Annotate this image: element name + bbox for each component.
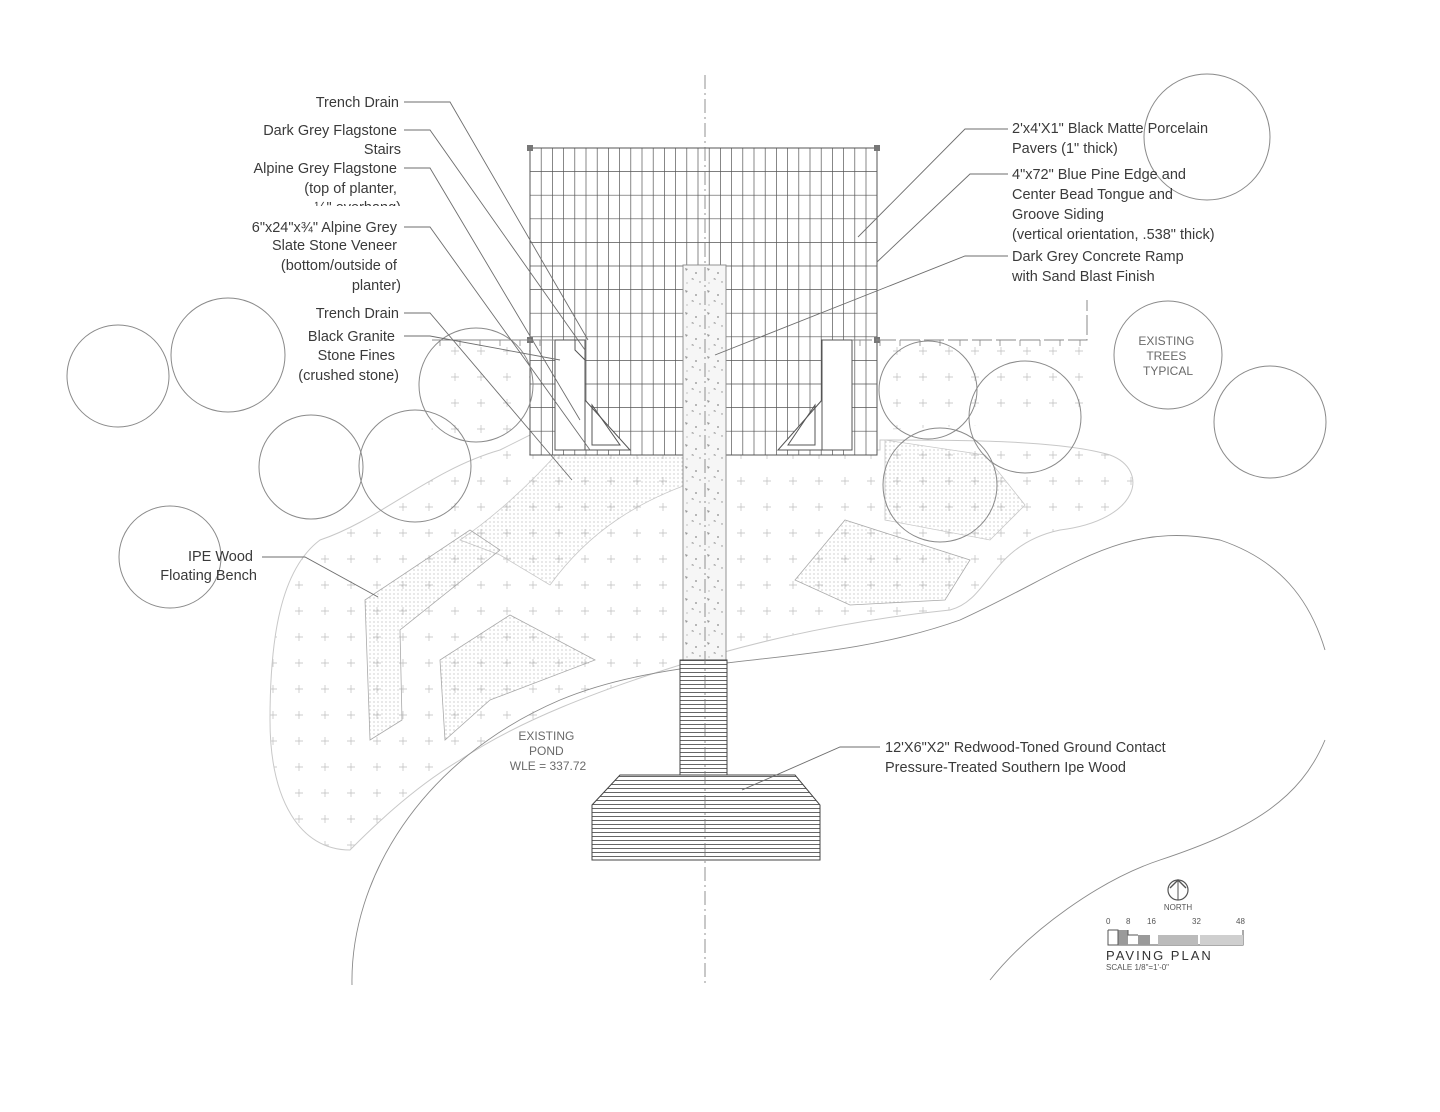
plan-scale: SCALE 1/8"=1'-0" <box>1106 963 1169 972</box>
label-existing-trees: EXISTING TREES TYPICAL <box>1138 334 1197 378</box>
label-concrete-ramp: Dark Grey Concrete Ramp with Sand Blast … <box>1011 249 1188 285</box>
scale-tick-0: 0 <box>1106 917 1111 926</box>
pond-edge <box>351 535 1326 986</box>
stone-fines-pad <box>794 519 971 606</box>
pond-edge-outer <box>989 739 1326 981</box>
label-pine-siding: 4"x72" Blue Pine Edge and Center Bead To… <box>1012 167 1215 243</box>
label-granite-fines: Black Granite Stone Fines (crushed stone… <box>298 329 399 384</box>
north-arrow: NORTH <box>1164 879 1193 912</box>
scale-tick-32: 32 <box>1192 917 1201 926</box>
title-block: PAVING PLAN SCALE 1/8"=1'-0" <box>1106 948 1213 972</box>
tree <box>418 327 534 443</box>
label-ipe-bench: IPE Wood Floating Bench <box>160 549 257 584</box>
label-redwood-deck: 12'X6"X2" Redwood-Toned Ground Contact P… <box>885 740 1170 776</box>
redwood-deck <box>591 774 821 861</box>
stone-fines-path <box>459 449 701 586</box>
label-trench-drain-2: Trench Drain <box>316 306 399 322</box>
fence-east <box>852 300 1088 341</box>
label-pond: EXISTING POND WLE = 337.72 <box>510 729 587 773</box>
concrete-ramp <box>682 264 727 661</box>
tree <box>968 360 1082 474</box>
tree <box>1113 300 1223 410</box>
plan-title: PAVING PLAN <box>1106 948 1213 963</box>
post-marker <box>874 145 880 151</box>
tree <box>258 414 364 520</box>
leader-lines <box>262 101 1008 791</box>
label-trench-drain: Trench Drain <box>316 95 399 111</box>
tree <box>66 324 170 428</box>
scale-tick-16: 16 <box>1147 917 1156 926</box>
scale-bar: 0 8 16 32 48 <box>1106 917 1245 946</box>
post-marker <box>527 145 533 151</box>
labels-right: 2'x4'X1" Black Matte Porcelain Pavers (1… <box>510 121 1215 776</box>
scale-tick-48: 48 <box>1236 917 1245 926</box>
garden-bed-north <box>430 340 560 450</box>
wood-walkway <box>679 659 728 776</box>
ipe-bench-2 <box>439 614 596 741</box>
tree <box>118 505 222 609</box>
label-porcelain-pavers: 2'x4'X1" Black Matte Porcelain Pavers (1… <box>1012 121 1212 157</box>
scale-tick-8: 8 <box>1126 917 1131 926</box>
tree <box>1143 73 1271 201</box>
tree <box>882 427 998 543</box>
existing-trees <box>66 73 1327 609</box>
planter-west <box>554 339 632 451</box>
tree <box>1213 365 1327 479</box>
label-dark-grey-flagstone: Dark Grey Flagstone Stairs <box>263 123 401 158</box>
labels-left: Trench Drain Dark Grey Flagstone Stairs … <box>160 95 410 584</box>
planter-east <box>776 339 853 451</box>
tree <box>358 409 472 523</box>
north-label: NORTH <box>1164 903 1193 912</box>
fence-ticks <box>439 340 1081 346</box>
label-slate-veneer: 6"x24"x¾" Alpine Grey Slate Stone Veneer… <box>252 220 401 294</box>
tree <box>878 340 978 440</box>
ipe-bench-1 <box>364 529 501 741</box>
garden-bed-north-east <box>880 340 1085 430</box>
tree <box>170 297 286 413</box>
stone-fines-east <box>884 439 1026 541</box>
